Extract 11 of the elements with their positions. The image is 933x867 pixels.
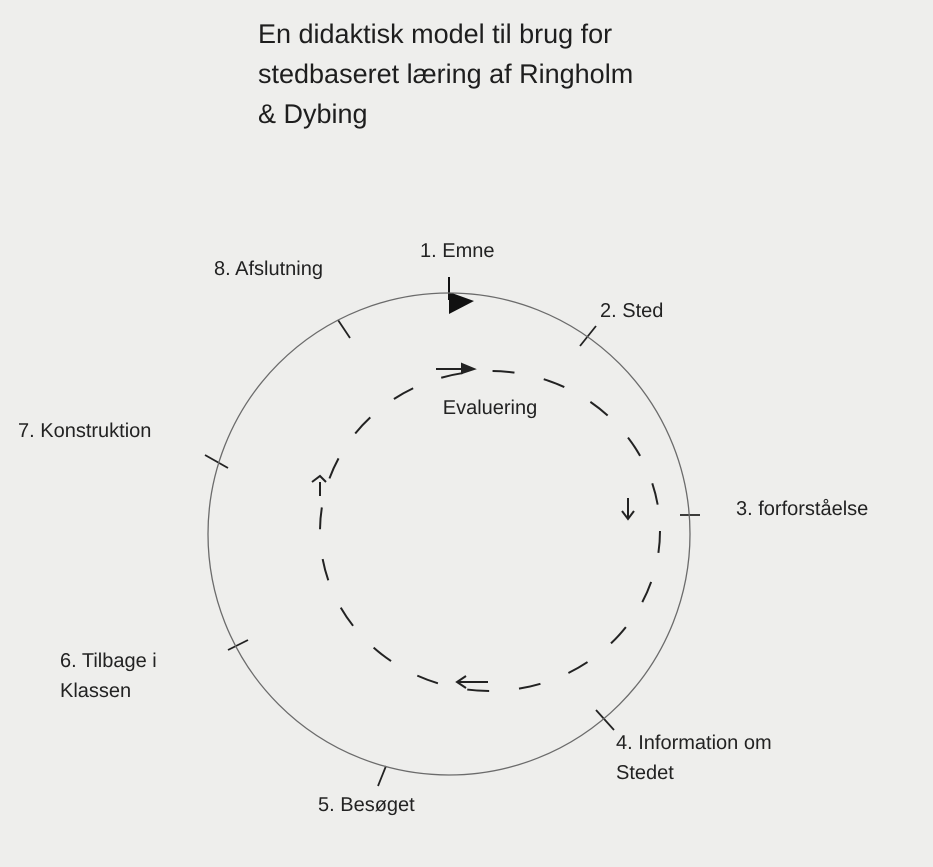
step-label: 5. Besøget	[318, 794, 415, 816]
step-label: 1. Emne	[420, 240, 494, 262]
step-label: 7. Konstruktion	[18, 420, 152, 442]
step-label: 3. forforståelse	[736, 498, 868, 520]
step-label: 4. Information om Stedet	[616, 732, 772, 784]
step-label: 6. Tilbage i Klassen	[60, 650, 157, 702]
title: En didaktisk model til brug for stedbaseret læring af Ringholm & Dybing	[258, 18, 634, 131]
step-label: 8. Afslutning	[214, 258, 323, 280]
step-label: 2. Sted	[600, 300, 664, 322]
cycle-label: Evaluering	[442, 396, 538, 421]
dashed-cycle	[319, 370, 661, 692]
